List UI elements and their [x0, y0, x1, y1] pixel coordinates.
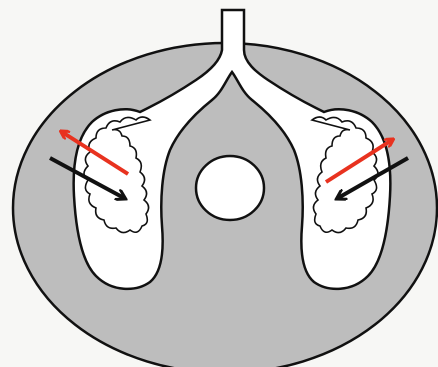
- central-vessel: [196, 156, 264, 220]
